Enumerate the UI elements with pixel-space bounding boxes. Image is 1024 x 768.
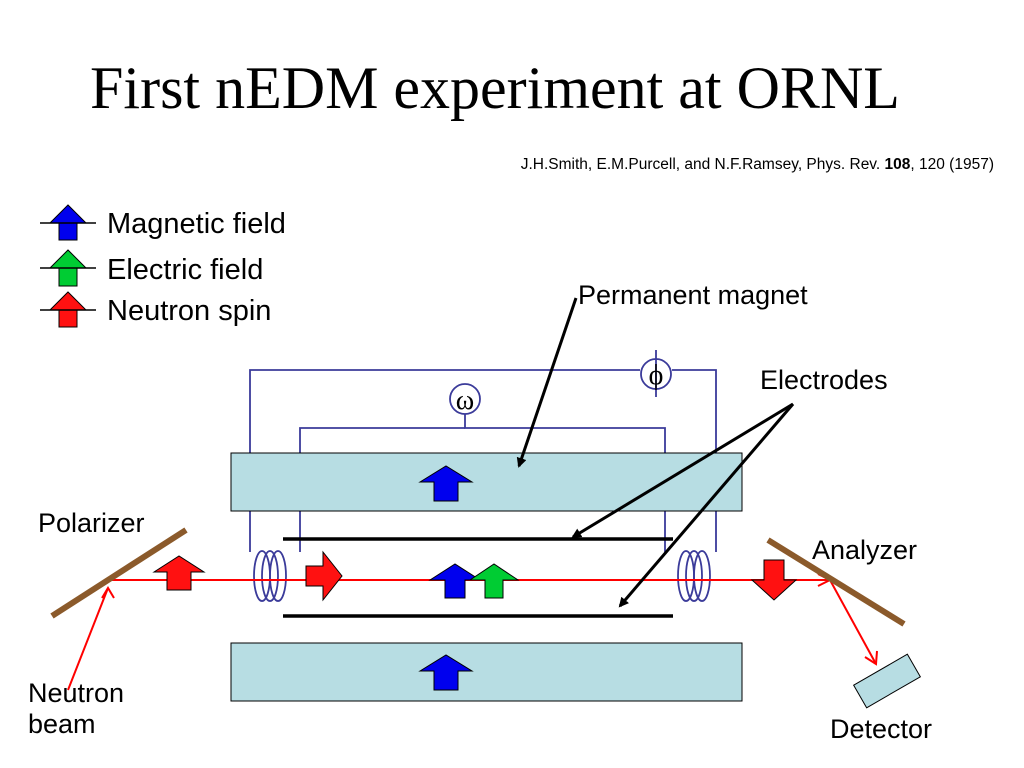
omega-symbol: ω xyxy=(456,385,474,416)
electrodes-label: Electrodes xyxy=(760,365,888,395)
magnet-field-arrow-top-icon xyxy=(418,465,474,502)
rf-coil-left-icon xyxy=(253,550,287,602)
analyzer-plate xyxy=(766,537,906,627)
permanent-magnet-label: Permanent magnet xyxy=(578,280,808,310)
neutron-beam-label-line1: Neutron xyxy=(28,678,125,708)
detector-box xyxy=(852,653,922,709)
spin-precessing-arrow-icon xyxy=(305,550,343,602)
spin-up-arrow-icon xyxy=(152,555,206,591)
polarizer-plate xyxy=(50,527,188,619)
legend-magnetic-label: Magnetic field xyxy=(107,208,286,240)
permanent-magnet-bottom xyxy=(230,642,743,702)
neutron-beam-label: Neutron beam xyxy=(28,678,124,740)
legend-electric-arrow-icon xyxy=(40,249,96,287)
omega-meter-icon: ω xyxy=(449,383,481,416)
permanent-magnet-top xyxy=(230,452,743,512)
permanent-magnet-pointer xyxy=(516,297,578,468)
neutron-beam-label-line2: beam xyxy=(28,709,96,740)
citation: J.H.Smith, E.M.Purcell, and N.F.Ramsey, … xyxy=(521,156,994,174)
phi-symbol: ϕ xyxy=(649,360,664,391)
electrode-pointer-top xyxy=(571,402,794,539)
citation-volume: 108 xyxy=(884,156,911,173)
legend-spin-arrow-icon xyxy=(40,291,96,328)
phi-meter-icon: ϕ xyxy=(640,350,672,397)
pointer-arrows xyxy=(516,297,795,608)
central-electric-arrow-icon xyxy=(468,563,520,599)
polarizer-label: Polarizer xyxy=(38,508,145,538)
legend-spin-label: Neutron spin xyxy=(107,295,272,327)
electrode-pointer-bottom xyxy=(618,403,795,608)
citation-page-year: , 120 (1957) xyxy=(910,156,994,173)
detector-label: Detector xyxy=(830,714,933,744)
page-title: First nEDM experiment at ORNL xyxy=(90,55,900,121)
spin-down-arrow-icon xyxy=(750,559,798,601)
legend-electric-label: Electric field xyxy=(107,254,264,286)
analyzer-label: Analyzer xyxy=(812,535,918,565)
rf-coil-right-icon xyxy=(677,550,711,602)
central-magnetic-arrow-icon xyxy=(428,563,482,599)
legend-magnetic-arrow-icon xyxy=(40,204,96,241)
citation-authors: J.H.Smith, E.M.Purcell, and N.F.Ramsey, … xyxy=(520,156,885,173)
magnet-field-arrow-bottom-icon xyxy=(418,654,474,691)
